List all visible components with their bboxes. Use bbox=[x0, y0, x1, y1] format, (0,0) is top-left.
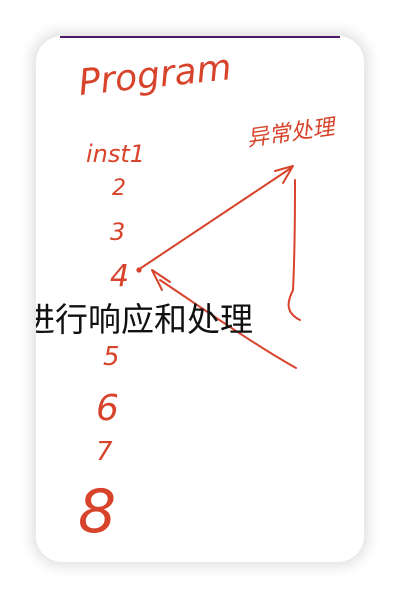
instruction-5-label: 5 bbox=[103, 342, 120, 372]
jump-to-handler-arrow bbox=[140, 167, 292, 269]
instruction-4-label: 4 bbox=[110, 259, 129, 294]
instruction-1-label: inst1 bbox=[86, 140, 145, 168]
program-title: Program bbox=[77, 47, 234, 104]
sketch-card bbox=[36, 36, 364, 562]
instruction-3-label: 3 bbox=[110, 218, 125, 246]
caption-text: 进行响应和处理 bbox=[36, 300, 253, 339]
instruction-2-label: 2 bbox=[112, 176, 126, 201]
return-from-handler-arrowhead bbox=[151, 269, 171, 291]
exception-handler-label: 异常处理 bbox=[245, 115, 339, 152]
instruction-6-label: 6 bbox=[96, 388, 119, 429]
return-from-handler-arrow bbox=[159, 279, 297, 369]
jump-to-handler-arrowhead bbox=[274, 165, 294, 184]
handwritten-text-group: Program inst1 2 3 4 5 6 7 8 异常处理 bbox=[77, 47, 339, 547]
card-top-accent bbox=[60, 36, 340, 38]
caption-overlay: 进行响应和处理 bbox=[36, 298, 364, 342]
instruction-8-label: 8 bbox=[78, 477, 116, 547]
handler-execution-line bbox=[287, 179, 301, 321]
instruction-7-label: 7 bbox=[96, 437, 113, 467]
